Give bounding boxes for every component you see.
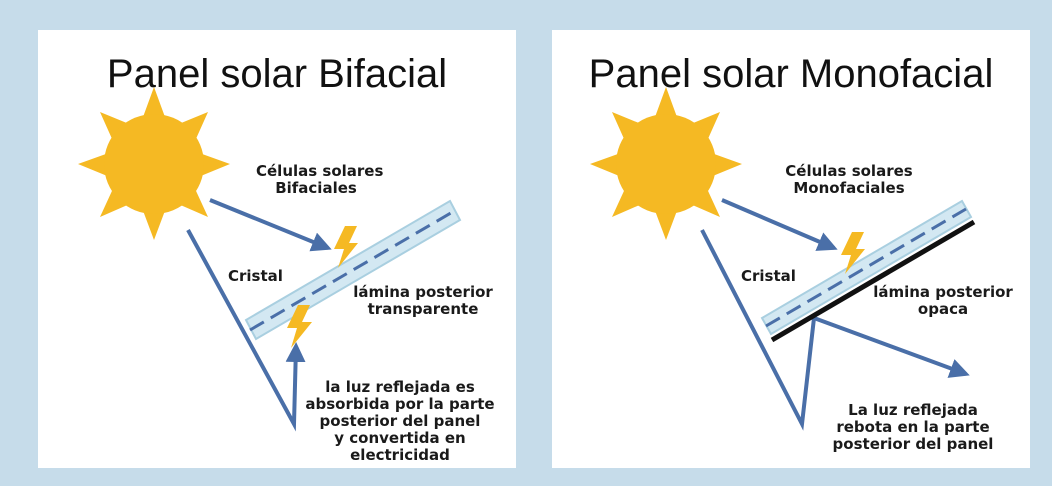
- cells-label-line1: Células solares: [256, 162, 384, 180]
- reflect-line5: electricidad: [350, 446, 450, 464]
- reflect-line2: absorbida por la parte: [305, 395, 495, 413]
- cells-label: Células solares Bifaciales: [256, 162, 384, 197]
- bifacial-title: Panel solar Bifacial: [106, 52, 448, 96]
- bifacial-cell-line: [249, 208, 457, 332]
- reflect-line1: la luz reflejada es: [325, 378, 475, 396]
- cells-label-line2: Bifaciales: [275, 179, 357, 197]
- ray-to-ground: [186, 229, 306, 432]
- back-sheet-line1: lámina posterior: [873, 283, 1013, 301]
- reflect-line2: rebota en la parte: [836, 418, 990, 436]
- back-sheet-line1: lámina posterior: [353, 283, 493, 301]
- back-sheet-line2: opaca: [917, 300, 969, 318]
- monofacial-title: Panel solar Monofacial: [588, 52, 994, 96]
- opaque-back-sheet: [770, 219, 976, 343]
- bifacial-panel-card: Panel solar Bifacial Células solares Bif…: [38, 30, 516, 468]
- back-sheet-line2: transparente: [367, 300, 479, 318]
- monofacial-cell-line: [765, 207, 967, 328]
- glass-label: Cristal: [741, 267, 796, 285]
- reflect-line4: y convertida en: [334, 429, 466, 447]
- incoming-ray-front: [721, 198, 838, 251]
- reflect-line1: La luz reflejada: [848, 401, 978, 419]
- bounced-ray: [813, 316, 970, 378]
- back-sheet-label: lámina posterior opaca: [868, 284, 1018, 318]
- lightning-bolt-front-icon: [334, 226, 358, 268]
- monofacial-diagram: [590, 87, 976, 431]
- bifacial-diagram: [78, 87, 462, 432]
- ray-to-ground: [700, 229, 816, 431]
- sun-core: [616, 114, 716, 214]
- cells-label-line2: Monofaciales: [793, 179, 905, 197]
- reflected-light-label: La luz reflejada rebota en la parte post…: [828, 402, 998, 453]
- back-sheet-label: lámina posterior transparente: [348, 284, 498, 318]
- bifacial-panel: [244, 199, 462, 341]
- cells-label-line1: Células solares: [785, 162, 913, 180]
- reflect-line3: posterior del panel: [832, 435, 994, 453]
- sun-core: [104, 114, 204, 214]
- reflected-light-label: la luz reflejada es absorbida por la par…: [300, 379, 500, 464]
- lightning-bolt-front-icon: [841, 232, 865, 274]
- reflect-line3: posterior del panel: [319, 412, 481, 430]
- monofacial-panel: [760, 199, 973, 336]
- incoming-ray-front: [209, 198, 332, 252]
- lightning-bolt-back-icon: [287, 305, 312, 348]
- glass-label: Cristal: [228, 267, 283, 285]
- monofacial-panel-card: Panel solar Monofacial Células solares M…: [552, 30, 1030, 468]
- cells-label: Células solares Monofaciales: [784, 163, 914, 197]
